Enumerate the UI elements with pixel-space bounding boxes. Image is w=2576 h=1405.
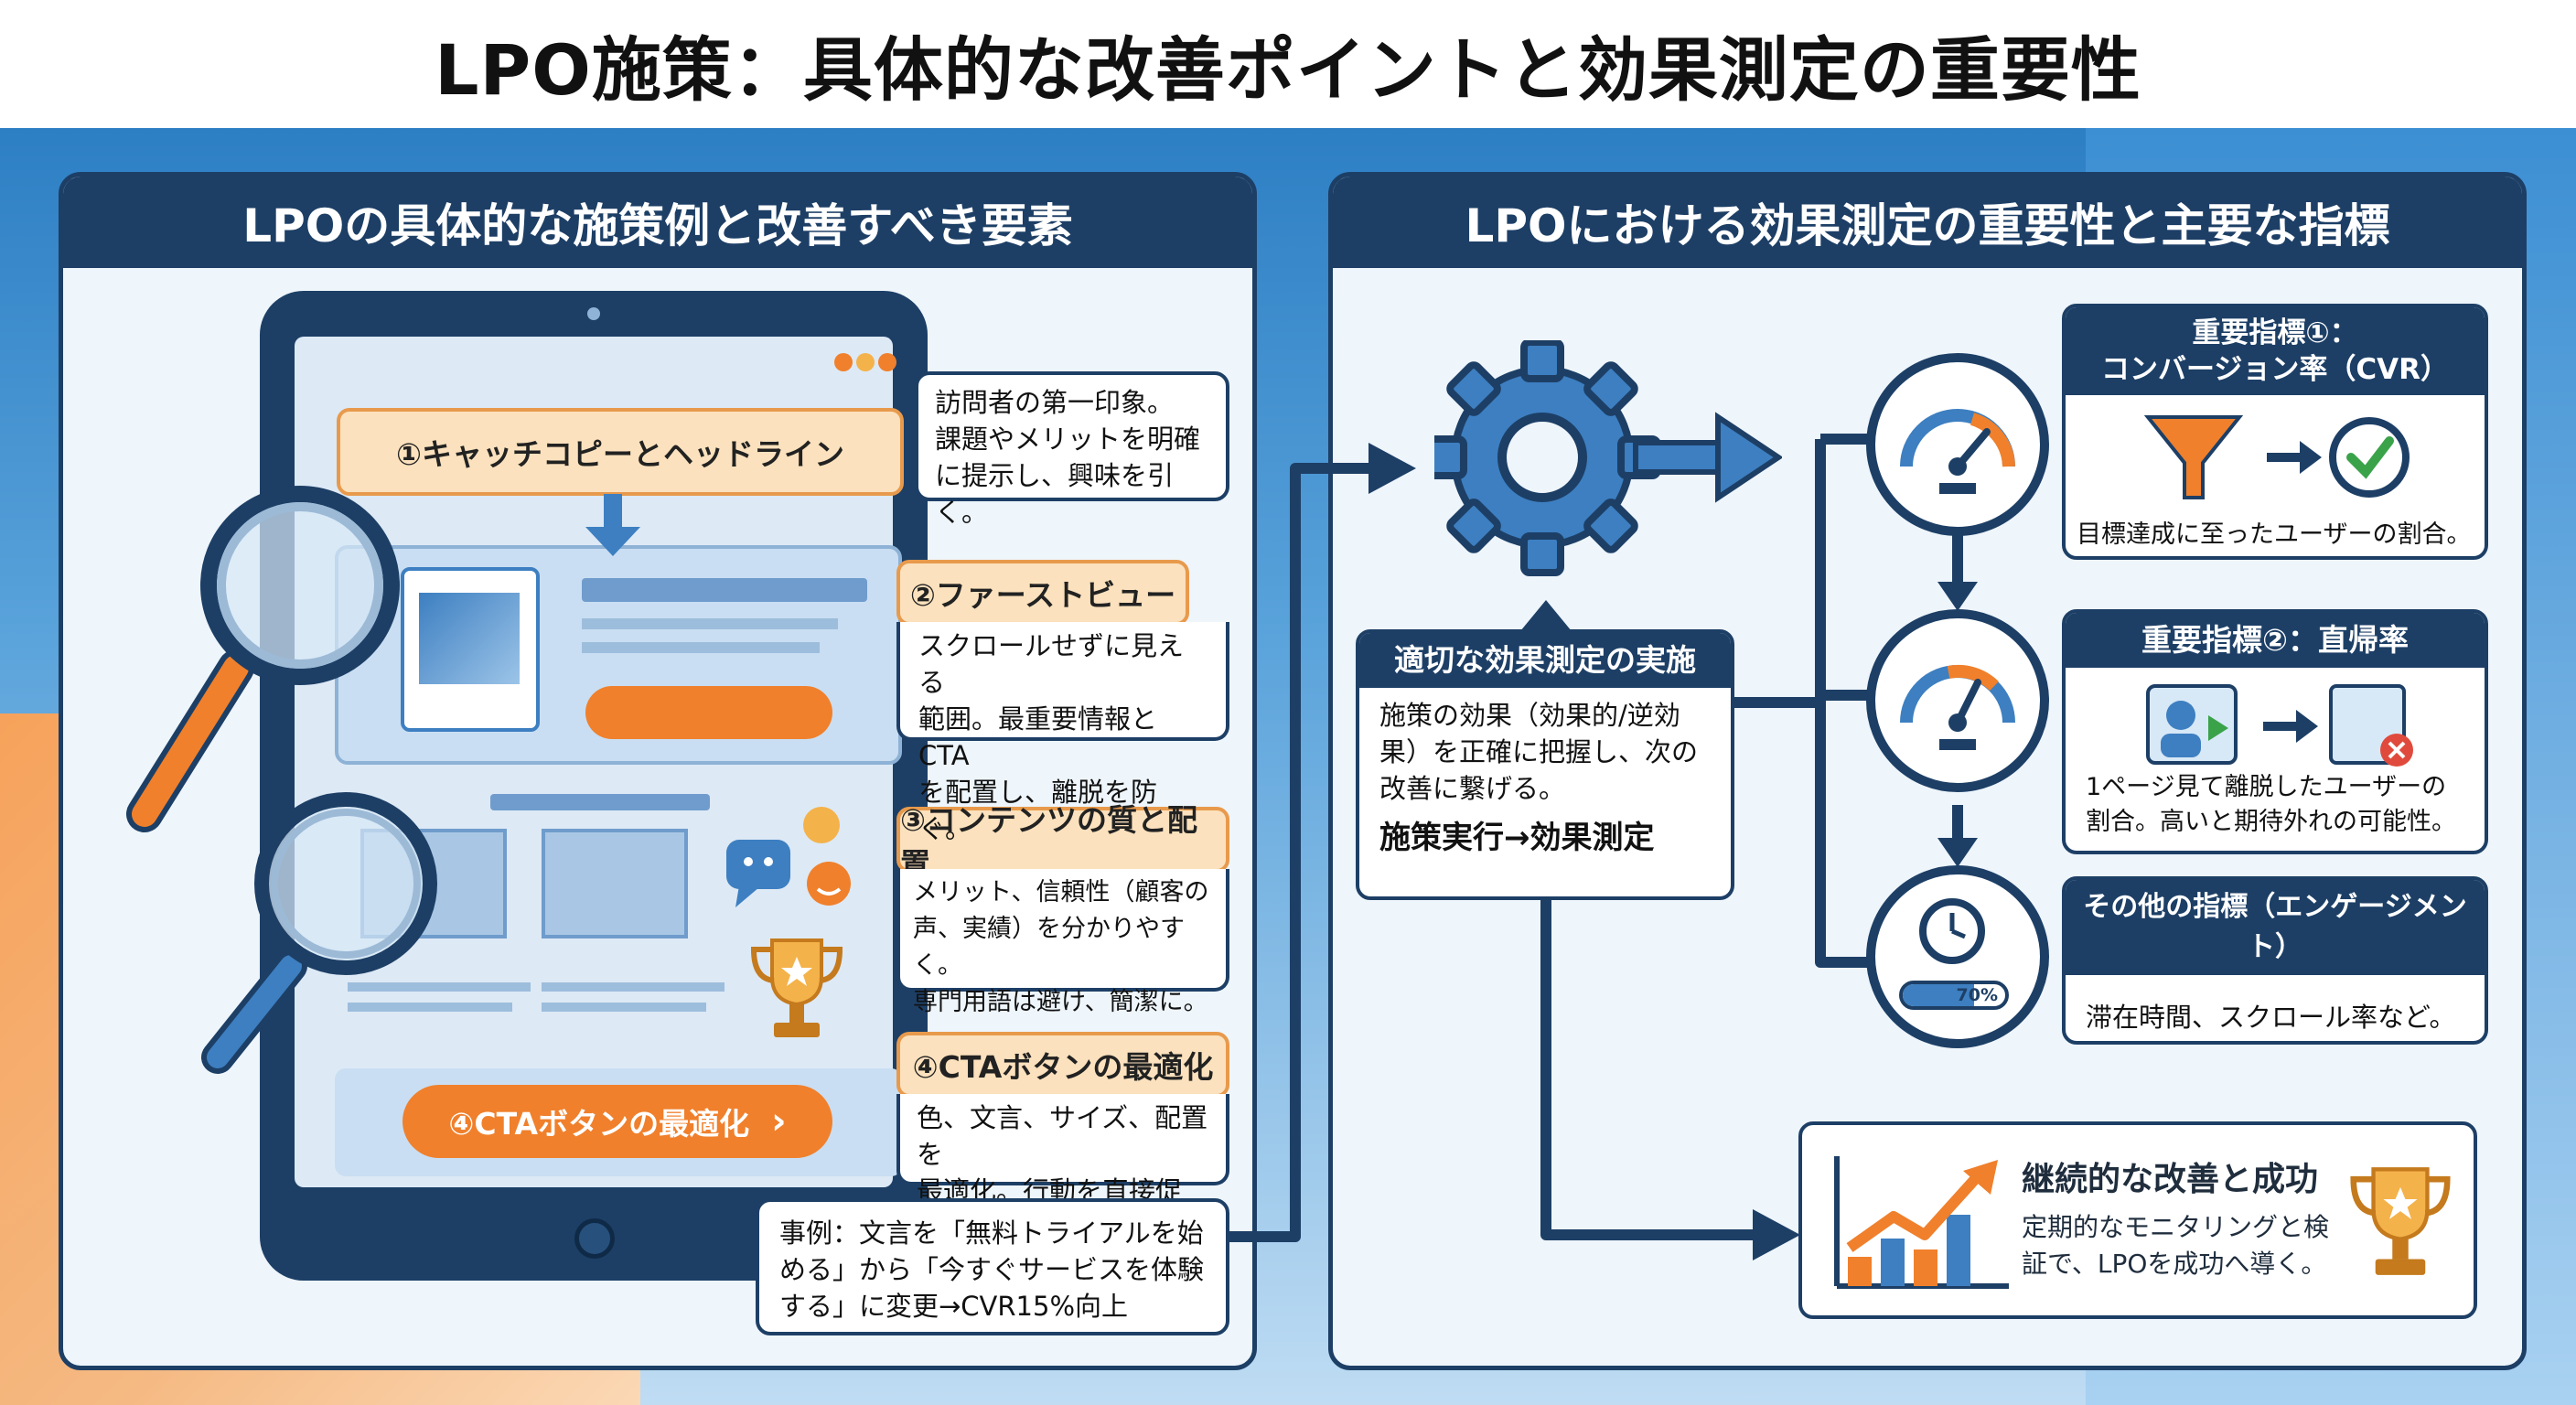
note-first-view: スクロールせずに見える 範囲。最重要情報とCTA を配置し、離脱を防ぐ。 bbox=[896, 622, 1229, 844]
success-line: 定期的なモニタリングと検 bbox=[2022, 1212, 2330, 1242]
callout-headline: ①キャッチコピーとヘッドライン bbox=[337, 408, 904, 496]
note-content: メリット、信頼性（顧客の 声、実績）を分かりやすく。 専門用語は避け、簡潔に。 bbox=[896, 869, 1229, 1016]
measurement-line: 果）を正確に把握し、次の bbox=[1379, 736, 1699, 767]
funnel-icon bbox=[2143, 415, 2410, 499]
gauge-cvr bbox=[1866, 353, 2049, 536]
note-line: を配置し、離脱を防ぐ。 bbox=[918, 777, 1158, 844]
note-line: 訪問者の第一印象。 bbox=[935, 387, 1175, 418]
note-line: める」から「今すぐサービスを体験 bbox=[779, 1254, 1205, 1285]
tablet-home-button bbox=[574, 1218, 615, 1259]
content-thumbnail bbox=[542, 829, 688, 938]
callout-cta: ④CTAボタンの最適化 bbox=[896, 1032, 1229, 1098]
metric-engagement-description: 滞在時間、スクロール率など。 bbox=[2086, 1002, 2456, 1033]
magnifier-icon bbox=[126, 486, 400, 832]
exit-user-icon bbox=[2146, 684, 2413, 767]
measurement-box: 適切な効果測定の実施 施策の効果（効果的/逆効 果）を正確に把握し、次の 改善に… bbox=[1356, 629, 1734, 900]
note-line: 範囲。最重要情報とCTA bbox=[918, 703, 1158, 771]
metric-engagement-heading: その他の指標（エンゲージメント） bbox=[2066, 880, 2485, 975]
clock-icon bbox=[1919, 898, 1985, 964]
content-text-line bbox=[348, 1003, 512, 1012]
gear-icon bbox=[1434, 340, 1782, 576]
speedometer-icon bbox=[1900, 409, 2015, 494]
first-view-picture bbox=[419, 593, 520, 684]
note-line: スクロールせずに見える bbox=[918, 630, 1185, 698]
success-line: 証で、LPOを成功へ導く。 bbox=[2022, 1249, 2327, 1279]
chevron-right-icon: › bbox=[771, 1100, 787, 1142]
measurement-line: 施策の効果（効果的/逆効 bbox=[1379, 700, 1680, 731]
metric-cvr-heading: コンバージョン率（CVR） bbox=[2101, 353, 2449, 386]
note-line: 声、実績）を分かりやすく。 bbox=[913, 915, 1185, 980]
engagement-progress-fill bbox=[1903, 984, 1975, 1006]
measurement-box-heading: 適切な効果測定の実施 bbox=[1359, 633, 1731, 688]
chat-bubbles-icon bbox=[726, 807, 851, 907]
metric-cvr-description: 目標達成に至ったユーザーの割合。 bbox=[2077, 520, 2472, 549]
magnifier-icon bbox=[201, 792, 437, 1074]
speedometer-icon bbox=[1900, 664, 2015, 750]
cta-button-label: ④CTAボタンの最適化 bbox=[448, 1106, 750, 1142]
measurement-flow: 施策実行→効果測定 bbox=[1379, 820, 1655, 856]
engagement-progress-label: 70% bbox=[1956, 985, 1998, 1005]
first-view-text-line bbox=[582, 618, 838, 629]
success-box: 継続的な改善と成功 定期的なモニタリングと検 証で、LPOを成功へ導く。 bbox=[1798, 1121, 2477, 1319]
measurement-line: 改善に繋げる。 bbox=[1379, 773, 1566, 804]
note-example: 事例：文言を「無料トライアルを始 める」から「今すぐサービスを体験 する」に変更… bbox=[756, 1198, 1229, 1335]
cta-button[interactable]: ④CTAボタンの最適化 › bbox=[402, 1085, 832, 1158]
growth-chart-icon bbox=[1834, 1156, 2009, 1289]
trophy-icon bbox=[2350, 1167, 2451, 1275]
gauge-bounce bbox=[1866, 609, 2049, 792]
engagement-progress-bar: 70% bbox=[1899, 981, 2009, 1010]
metric-bounce-line: 1ページ見て離脱したユーザーの bbox=[2086, 773, 2447, 801]
first-view-text-line bbox=[582, 642, 820, 653]
note-headline: 訪問者の第一印象。 課題やメリットを明確 に提示し、興味を引く。 bbox=[915, 371, 1229, 528]
right-panel-heading: LPOにおける効果測定の重要性と主要な指標 bbox=[1333, 177, 2522, 268]
first-view-cta-bar bbox=[585, 686, 832, 739]
content-text-line bbox=[348, 982, 531, 992]
note-line: 課題やメリットを明確 bbox=[935, 424, 1201, 455]
content-text-line bbox=[542, 1003, 706, 1012]
browser-dots bbox=[834, 351, 898, 375]
metric-bounce-box: 重要指標②：直帰率 1ページ見て離脱したユーザーの 割合。高いと期待外れの可能性… bbox=[2062, 609, 2488, 854]
first-view-heading-bar bbox=[582, 578, 867, 602]
tablet-camera bbox=[587, 307, 600, 320]
success-heading: 継続的な改善と成功 bbox=[2022, 1161, 2319, 1198]
callout-first-view: ②ファーストビュー bbox=[896, 560, 1189, 626]
metric-cvr-heading: 重要指標①： bbox=[2192, 316, 2358, 349]
note-line: メリット、信頼性（顧客の bbox=[913, 878, 1209, 906]
content-heading-bar bbox=[490, 794, 710, 810]
metric-bounce-heading: 重要指標②：直帰率 bbox=[2066, 613, 2485, 668]
metric-bounce-line: 割合。高いと期待外れの可能性。 bbox=[2086, 808, 2456, 836]
note-line: 色、文言、サイズ、配置を bbox=[917, 1102, 1208, 1170]
note-line: 事例：文言を「無料トライアルを始 bbox=[779, 1217, 1204, 1249]
arrow-down-icon bbox=[585, 494, 640, 556]
metric-cvr-box: 重要指標①： コンバージョン率（CVR） 目標達成に至ったユーザーの割合。 bbox=[2062, 304, 2488, 560]
left-panel-heading: LPOの具体的な施策例と改善すべき要素 bbox=[63, 177, 1252, 268]
metric-engagement-box: その他の指標（エンゲージメント） 滞在時間、スクロール率など。 bbox=[2062, 876, 2488, 1045]
note-line: に提示し、興味を引く。 bbox=[935, 460, 1175, 528]
trophy-icon bbox=[750, 938, 843, 1037]
note-line: 専門用語は避け、簡潔に。 bbox=[913, 988, 1208, 1016]
note-line: する」に変更→CVR15%向上 bbox=[779, 1291, 1128, 1322]
content-text-line bbox=[542, 982, 724, 992]
page-title: LPO施策：具体的な改善ポイントと効果測定の重要性 bbox=[0, 0, 2576, 128]
